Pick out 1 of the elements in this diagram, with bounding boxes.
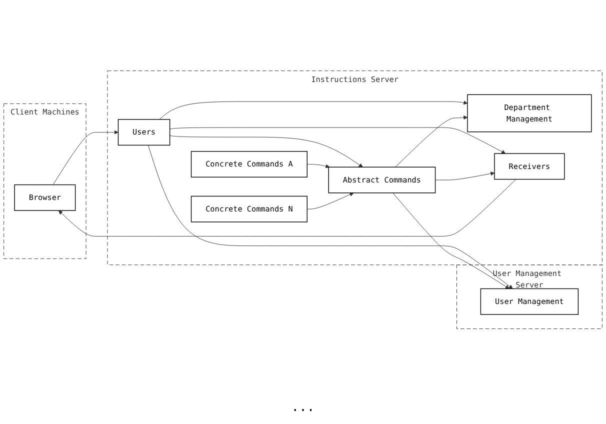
ellipsis-note: ... (291, 400, 315, 415)
